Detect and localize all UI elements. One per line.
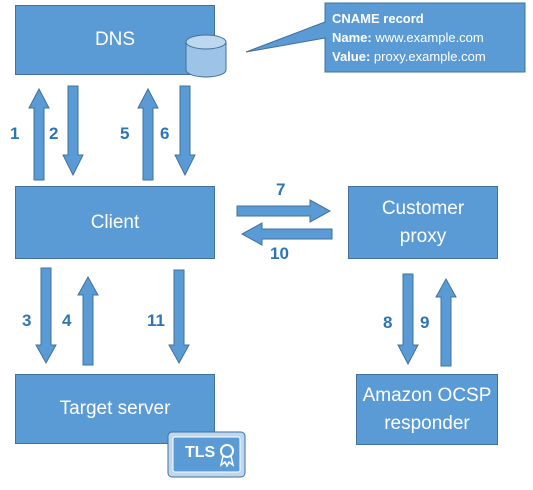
- step-number-7: 7: [276, 180, 286, 199]
- tls-badge-label: TLS: [185, 444, 216, 461]
- amazon-ocsp-label-line2: responder: [384, 412, 470, 434]
- step-number-5: 5: [120, 124, 130, 143]
- arrow-step-3: [35, 267, 57, 365]
- arrow-step-11: [168, 269, 190, 365]
- step-number-9: 9: [420, 313, 430, 332]
- callout-title: CNAME record: [332, 11, 424, 26]
- arrow-step-4: [77, 275, 99, 366]
- step-number-1: 1: [10, 124, 20, 143]
- amazon-ocsp-box: Amazon OCSP responder: [356, 374, 498, 445]
- callout-value-value: proxy.example.com: [373, 49, 486, 64]
- arrow-step-9: [435, 277, 457, 367]
- arrow-step-8: [397, 273, 419, 366]
- customer-proxy-label-line2: proxy: [399, 225, 447, 247]
- dns-box: DNS: [15, 5, 215, 75]
- arrow-step-10: [240, 222, 333, 246]
- target-server-label: Target server: [59, 398, 171, 419]
- arrow-step-6: [174, 85, 196, 177]
- step-number-8: 8: [383, 313, 393, 332]
- customer-proxy-label-line1: Customer: [381, 197, 465, 219]
- arrow-step-1: [28, 87, 50, 181]
- database-icon: [185, 34, 227, 78]
- cname-callout: CNAME record Name: www.example.com Value…: [332, 9, 522, 66]
- step-number-11: 11: [147, 311, 165, 330]
- client-box: Client: [15, 186, 215, 259]
- amazon-ocsp-label-line1: Amazon OCSP: [362, 384, 492, 406]
- callout-name-value: www.example.com: [375, 30, 484, 45]
- callout-name-label: Name:: [332, 30, 372, 45]
- step-number-2: 2: [49, 124, 59, 143]
- arrow-step-7: [236, 199, 332, 223]
- step-number-10: 10: [270, 244, 289, 263]
- arrow-step-5: [137, 87, 159, 181]
- callout-bubble: [245, 2, 526, 73]
- callout-value-label: Value:: [332, 49, 371, 64]
- certificate-icon: [167, 431, 246, 478]
- step-number-4: 4: [62, 311, 72, 330]
- dns-label: DNS: [94, 29, 136, 50]
- customer-proxy-box: Customer proxy: [348, 186, 498, 259]
- arrow-step-2: [62, 85, 84, 177]
- step-number-3: 3: [22, 311, 32, 330]
- client-label: Client: [90, 211, 140, 233]
- step-number-6: 6: [160, 124, 170, 143]
